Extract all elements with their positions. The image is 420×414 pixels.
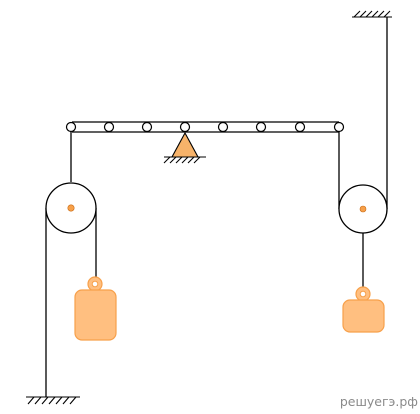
fulcrum xyxy=(163,131,206,164)
pulley-axle xyxy=(67,204,75,212)
watermark: решуегэ.рф xyxy=(340,394,418,409)
lever-hole xyxy=(179,121,191,133)
pulley-right xyxy=(338,17,388,287)
lever-hole xyxy=(255,121,267,133)
weight-body xyxy=(342,299,385,333)
lever-hole xyxy=(141,121,153,133)
weight-body xyxy=(74,289,117,341)
lever-beam xyxy=(65,121,345,133)
ground-mount-left xyxy=(26,396,80,405)
ceiling-mount-right xyxy=(352,10,392,18)
lever-holes xyxy=(65,121,345,133)
lever-hole xyxy=(103,121,115,133)
weight-right xyxy=(342,286,385,333)
lever-hole xyxy=(65,121,77,133)
weight-left xyxy=(74,276,117,341)
pulley-axle xyxy=(359,205,367,213)
lever-hole xyxy=(333,121,345,133)
fulcrum-triangle xyxy=(171,131,199,158)
lever-hole xyxy=(294,121,306,133)
pulley-left xyxy=(45,132,97,397)
lever-hole xyxy=(217,121,229,133)
